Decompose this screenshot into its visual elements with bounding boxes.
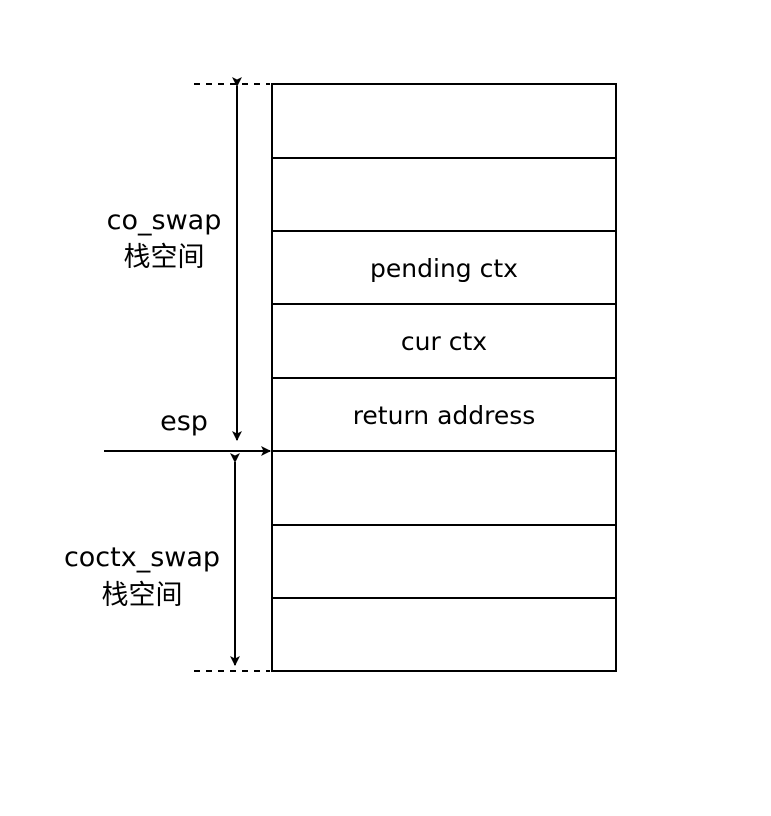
stack-frame: pending ctx cur ctx return address: [271, 83, 617, 672]
cell-label-cur-ctx: cur ctx: [401, 327, 487, 356]
stack-cell-1: [271, 83, 617, 159]
stack-cell-pending-ctx: [271, 230, 617, 305]
cell-label-return-address: return address: [353, 401, 536, 430]
lower-region-label-line2: 栈空间: [102, 580, 183, 611]
stack-cell-2: [271, 157, 617, 232]
stack-cell-7: [271, 524, 617, 599]
cell-label-pending-ctx: pending ctx: [370, 254, 518, 283]
upper-region-label-line2: 栈空间: [124, 242, 205, 273]
esp-label: esp: [160, 406, 208, 437]
upper-region-label-line1: co_swap: [107, 205, 222, 236]
stack-cell-6: [271, 450, 617, 526]
lower-region-label-line1: coctx_swap: [64, 542, 220, 573]
stack-cell-8: [271, 597, 617, 672]
stack-cell-return-address: [271, 377, 617, 452]
stack-cell-cur-ctx: [271, 303, 617, 379]
